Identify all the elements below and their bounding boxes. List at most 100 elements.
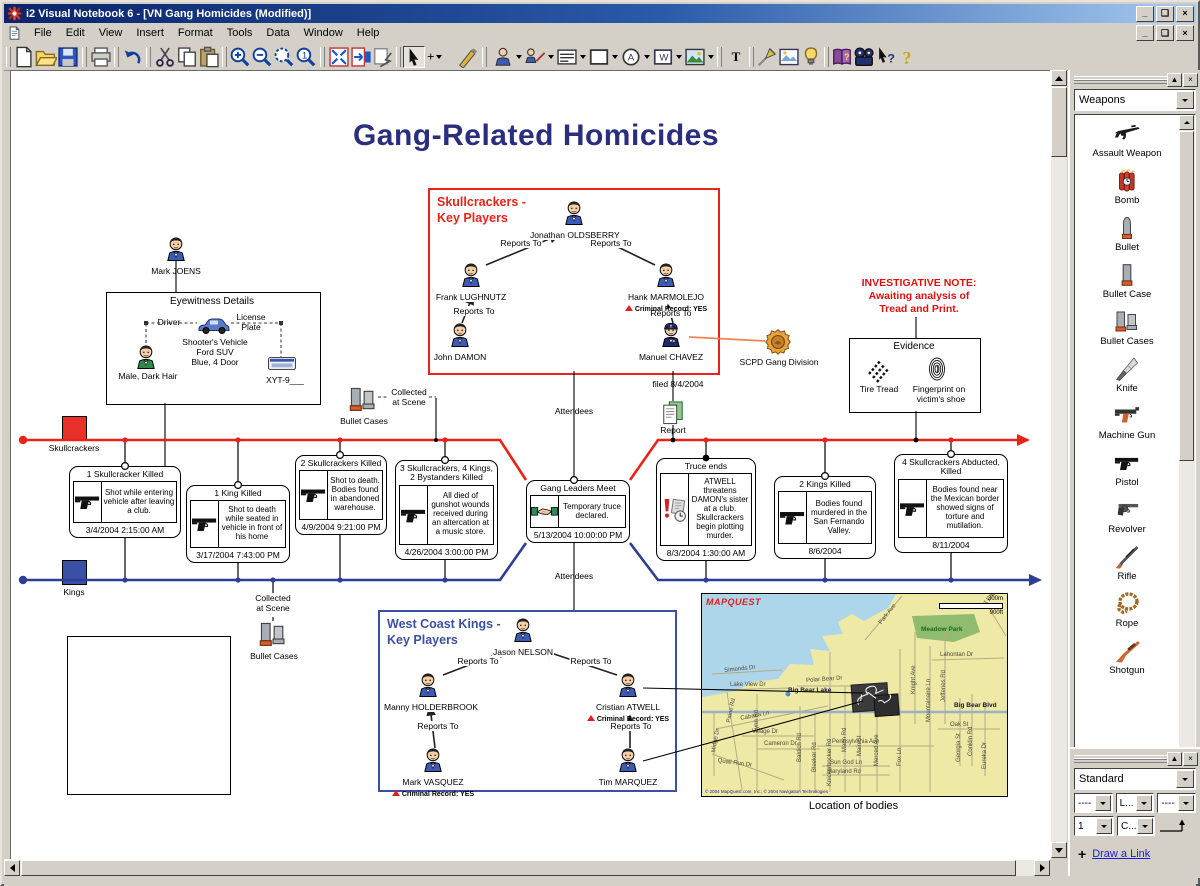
add-entity-button[interactable]: + [425,46,457,68]
vertical-scroll-thumb[interactable] [1051,87,1067,157]
open-button[interactable] [35,46,57,68]
line-end-combo[interactable]: ---- [1157,793,1197,813]
palette-item-rope[interactable]: Rope [1114,591,1140,629]
entity-mark-vasquez[interactable]: Mark VASQUEZ Criminal Record: YES [388,746,478,798]
link-direction-icon[interactable] [1158,818,1186,834]
menu-item-help[interactable]: Help [356,27,380,39]
menu-item-window[interactable]: Window [303,27,343,39]
child-minimize-button[interactable]: _ [1136,25,1154,41]
event-box-1[interactable]: 1 Skullcracker Killed Shot while enterin… [69,466,181,538]
toolbar-grip[interactable] [396,46,401,67]
menu-item-view[interactable]: View [98,27,123,39]
event-box-truce-ends[interactable]: Truce ends ATWELL threatens DAMON's sist… [656,458,756,561]
legend-box[interactable] [67,636,231,795]
line-width-combo[interactable]: 1 [1074,816,1114,836]
snapshot-button[interactable] [778,46,800,68]
panel-close-button[interactable]: × [1183,752,1198,766]
palette-item-bullet[interactable]: Bullet [1114,215,1140,253]
line-style-combo[interactable]: ---- [1074,793,1113,813]
menu-item-file[interactable]: File [34,27,52,39]
menu-item-data[interactable]: Data [266,27,290,39]
palette-panel-header[interactable]: ▲ × [1072,72,1198,87]
child-restore-button[interactable]: ❏ [1156,25,1174,41]
toolbar-grip[interactable] [6,46,11,67]
document-icon[interactable] [7,26,22,40]
suspect-person-icon[interactable] [133,343,159,369]
close-button[interactable]: × [1176,5,1194,22]
event-box-4[interactable]: 3 Skullcrackers, 4 Kings, 2 Bystanders K… [395,460,498,560]
connection-combo[interactable]: C... [1117,816,1155,836]
entity-tim-marquez[interactable]: Tim MARQUEZ [583,746,673,790]
horizontal-scrollbar[interactable] [4,859,1050,876]
scroll-up-button[interactable] [1051,70,1067,86]
dropdown-button[interactable] [1137,818,1153,834]
palette-item-revolver[interactable]: Revolver [1108,497,1146,535]
dropdown-button[interactable] [1176,770,1194,788]
help-book-button[interactable]: ? [831,46,853,68]
palette-item-machine-gun[interactable]: Machine Gun [1099,403,1155,441]
menu-item-insert[interactable]: Insert [136,27,164,39]
kings-theme-node[interactable] [62,560,87,585]
bullet-cases-icon[interactable] [258,621,288,649]
restore-button[interactable]: ❏ [1156,5,1174,22]
palette-item-assault-weapon[interactable]: Assault Weapon [1092,121,1162,159]
panel-collapse-button[interactable]: ▲ [1167,73,1182,87]
bullet-cases-icon[interactable] [348,386,378,414]
gripper-icon[interactable] [1074,76,1168,84]
panel-close-button[interactable]: × [1183,73,1198,87]
menu-item-format[interactable]: Format [177,27,213,39]
link-type-selector[interactable]: Standard [1074,768,1196,790]
report-icon[interactable] [660,401,686,425]
dropdown-button[interactable] [1136,795,1153,811]
entity-hank-marmolejo[interactable]: Hank MARMOLEJO Criminal Record: YES [621,261,711,313]
horizontal-scroll-thumb[interactable] [21,860,1016,876]
select-tool-button[interactable] [403,45,425,68]
new-button[interactable] [13,46,35,68]
toolbar-grip[interactable] [824,46,829,67]
toolbar-grip[interactable] [222,46,227,67]
vehicle-icon[interactable] [197,317,231,335]
tutorial-button[interactable] [853,46,875,68]
zoom-selection-button[interactable] [273,46,295,68]
palette-item-bomb[interactable]: Bomb [1114,168,1140,206]
vertical-scrollbar[interactable] [1050,70,1067,858]
title-bar[interactable]: i2 Visual Notebook 6 - [VN Gang Homicide… [4,4,1196,23]
entity-mark-joens[interactable]: Mark JOENS [131,235,221,279]
context-help-button[interactable]: ? [875,46,897,68]
chart-canvas[interactable]: Gang-Related Homicides Mark JOENS Eyewit… [10,70,1051,859]
scroll-right-button[interactable] [1034,860,1050,876]
draw-a-link-link[interactable]: Draw a Link [1092,848,1151,860]
picture-entity-button[interactable] [682,46,714,68]
palette-item-bullet-cases[interactable]: Bullet Cases [1100,309,1154,347]
theme-line-button[interactable] [554,46,586,68]
zoom-in-button[interactable] [229,46,251,68]
alert-button[interactable] [800,46,822,68]
palette-item-rifle[interactable]: Rifle [1114,544,1140,582]
entity-jason-nelson[interactable]: Jason NELSON [478,616,568,660]
event-box-8[interactable]: 4 Skullcrackers Abducted, Killed Bodies … [894,454,1008,553]
license-plate-icon[interactable] [268,357,296,370]
copy-button[interactable] [176,46,198,68]
draw-a-link[interactable]: + Draw a Link [1078,846,1192,862]
tire-tread-icon[interactable] [866,357,890,383]
investigative-note[interactable]: INVESTIGATIVE NOTE: Awaiting analysis of… [861,277,977,316]
entity-manuel-chavez[interactable]: Manuel CHAVEZ [626,321,716,365]
association-entity-button[interactable] [522,46,554,68]
child-close-button[interactable]: × [1176,25,1194,41]
palette-item-pistol[interactable]: Pistol [1114,450,1140,488]
circle-entity-button[interactable]: A [618,46,650,68]
entity-jonathan-oldsberry[interactable]: Jonathan OLDSBERRY [529,199,621,243]
palette-scrollbar[interactable] [1179,115,1195,865]
undo-button[interactable] [121,46,143,68]
toolbar-grip[interactable] [114,46,119,67]
help-button[interactable]: ? [897,46,919,68]
launch-button[interactable] [756,46,778,68]
menu-item-edit[interactable]: Edit [65,27,85,39]
line-color-combo[interactable]: L... [1115,793,1155,813]
scpd-badge-icon[interactable] [763,328,793,356]
scroll-left-button[interactable] [4,860,20,876]
scroll-up-button[interactable] [1179,115,1194,130]
palette-selector[interactable]: Weapons [1074,89,1196,111]
pan-button[interactable] [372,46,394,68]
